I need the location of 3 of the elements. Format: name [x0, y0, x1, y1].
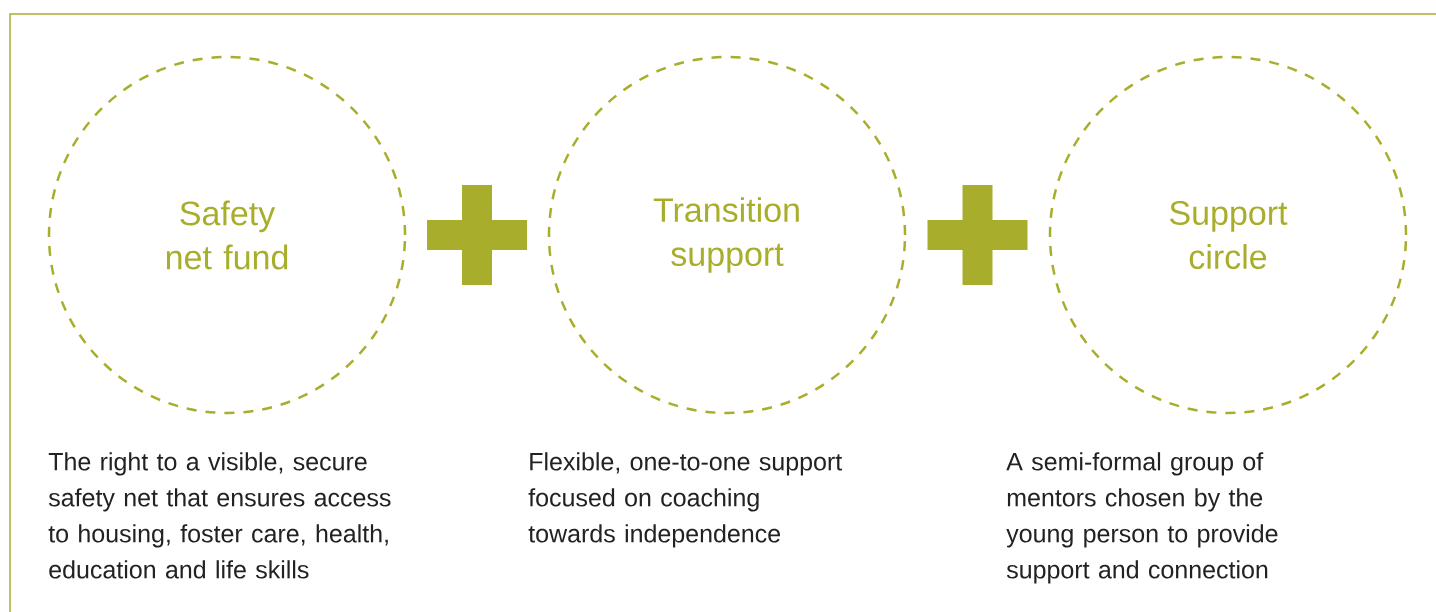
description-text: A semi-formal group of mentors chosen by the young person to provide support and connection: [1006, 452, 1278, 584]
description-text: The right to a visible, secure safety net that ensures access to housing, foster care, health, education and life skills: [48, 452, 391, 579]
description-text: Flexible, one-to-one support focused on coaching towards independence: [528, 452, 842, 548]
